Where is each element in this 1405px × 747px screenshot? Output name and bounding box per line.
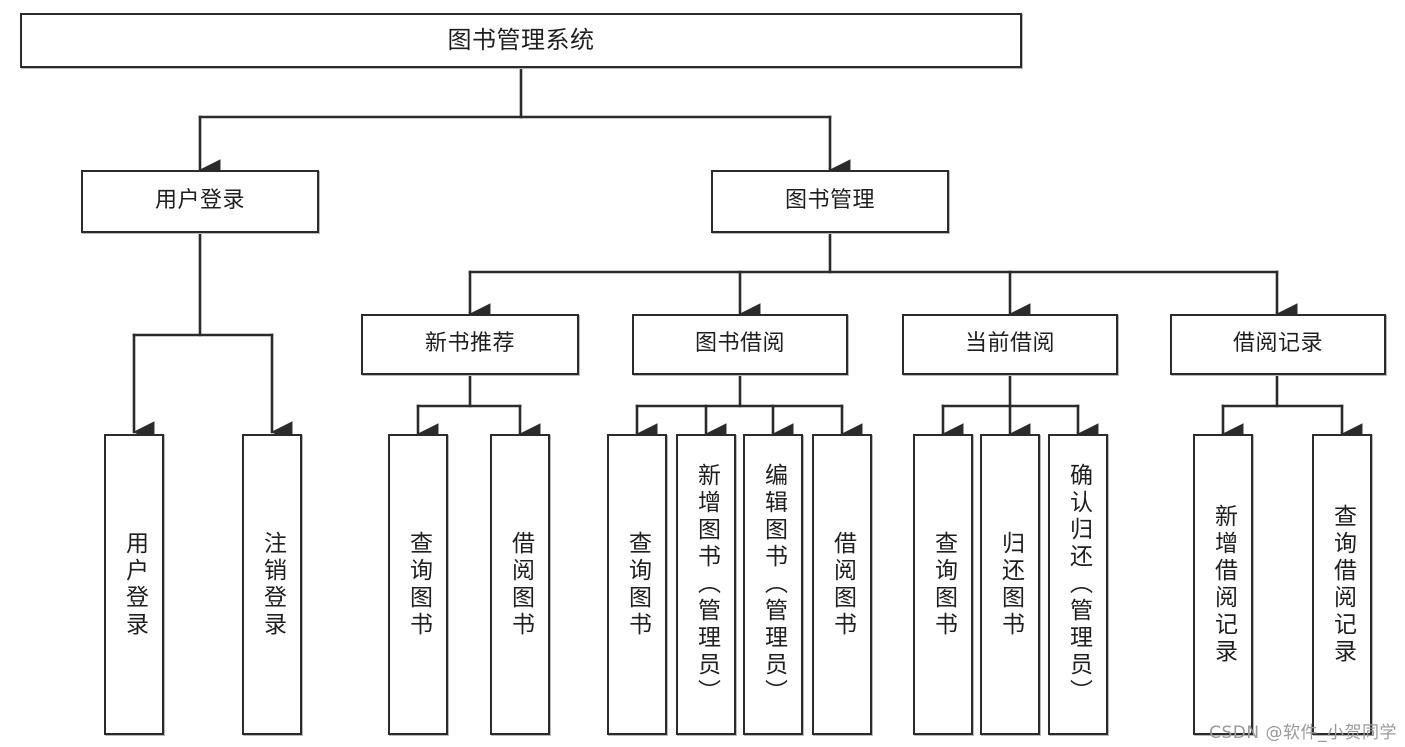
node-leaf-confirm-return-label: 确认归还（管理员） (1065, 463, 1092, 706)
node-leaf-query-book-3-label: 查询图书 (930, 530, 957, 639)
watermark-text: CSDN @软件_小贺同学 (1209, 723, 1397, 743)
node-borrow-record[interactable]: 借阅记录 (1170, 314, 1386, 375)
node-leaf-user-login-label: 用户登录 (121, 530, 148, 639)
node-book-borrow-label: 图书借阅 (694, 331, 785, 357)
node-user-login-label: 用户登录 (154, 188, 245, 214)
node-leaf-query-record[interactable]: 查询借阅记录 (1312, 434, 1372, 735)
node-leaf-query-book-3[interactable]: 查询图书 (913, 434, 973, 735)
node-leaf-return-book[interactable]: 归还图书 (980, 434, 1040, 735)
node-current-borrow-label: 当前借阅 (964, 331, 1055, 357)
node-leaf-add-book-label: 新增图书（管理员） (693, 463, 720, 706)
node-leaf-user-login[interactable]: 用户登录 (104, 434, 164, 735)
node-leaf-add-record-label: 新增借阅记录 (1210, 503, 1237, 666)
node-leaf-edit-book-label: 编辑图书（管理员） (760, 463, 787, 706)
node-leaf-logout-label: 注销登录 (259, 530, 286, 639)
node-new-book-rec-label: 新书推荐 (424, 331, 515, 357)
node-root-label: 图书管理系统 (447, 26, 595, 55)
node-book-manage[interactable]: 图书管理 (711, 170, 949, 233)
node-borrow-record-label: 借阅记录 (1232, 331, 1323, 357)
node-leaf-logout[interactable]: 注销登录 (242, 434, 302, 735)
node-leaf-query-book-1[interactable]: 查询图书 (388, 434, 448, 735)
node-book-borrow[interactable]: 图书借阅 (632, 314, 848, 375)
node-root[interactable]: 图书管理系统 (20, 13, 1022, 68)
node-leaf-borrow-book-1[interactable]: 借阅图书 (490, 434, 550, 735)
node-leaf-borrow-book-2[interactable]: 借阅图书 (812, 434, 872, 735)
node-leaf-add-record[interactable]: 新增借阅记录 (1193, 434, 1253, 735)
node-user-login[interactable]: 用户登录 (81, 170, 319, 233)
node-leaf-query-book-2-label: 查询图书 (624, 530, 651, 639)
node-leaf-borrow-book-1-label: 借阅图书 (507, 530, 534, 639)
node-book-manage-label: 图书管理 (784, 188, 875, 214)
node-current-borrow[interactable]: 当前借阅 (902, 314, 1118, 375)
node-leaf-confirm-return[interactable]: 确认归还（管理员） (1048, 434, 1108, 735)
node-leaf-add-book[interactable]: 新增图书（管理员） (676, 434, 736, 735)
node-leaf-borrow-book-2-label: 借阅图书 (829, 530, 856, 639)
node-leaf-query-book-2[interactable]: 查询图书 (607, 434, 667, 735)
node-leaf-query-record-label: 查询借阅记录 (1329, 503, 1356, 666)
node-leaf-edit-book[interactable]: 编辑图书（管理员） (743, 434, 803, 735)
node-leaf-query-book-1-label: 查询图书 (405, 530, 432, 639)
node-leaf-return-book-label: 归还图书 (997, 530, 1024, 639)
node-new-book-rec[interactable]: 新书推荐 (361, 314, 579, 375)
